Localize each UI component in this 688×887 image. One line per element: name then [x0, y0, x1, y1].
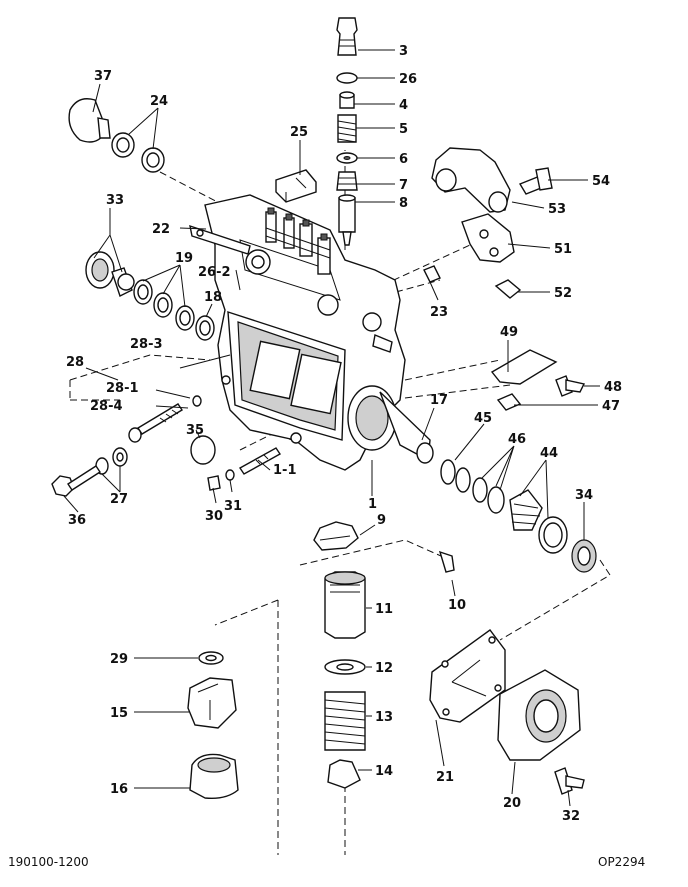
callout-26: 26	[399, 72, 417, 87]
callout-30: 30	[205, 509, 223, 524]
callout-16: 16	[110, 782, 128, 797]
delivery-valve-stack	[336, 17, 358, 246]
callout-11: 11	[375, 602, 393, 617]
callout-46: 46	[508, 432, 526, 447]
callout-10: 10	[448, 598, 466, 613]
callout-23: 23	[430, 305, 448, 320]
callout-37: 37	[94, 69, 112, 84]
callout-25: 25	[290, 125, 308, 140]
callout-47: 47	[602, 399, 620, 414]
callout-21: 21	[436, 770, 454, 785]
callout-34: 34	[575, 488, 593, 503]
callout-20: 20	[503, 796, 521, 811]
callout-19: 19	[175, 251, 193, 266]
callout-7: 7	[399, 178, 408, 193]
callout-33: 33	[106, 193, 124, 208]
callout-28-4: 28-4	[90, 399, 123, 414]
callout-27: 27	[110, 492, 128, 507]
callout-26-2: 26-2	[198, 265, 231, 280]
callout-52: 52	[554, 286, 572, 301]
callout-45: 45	[474, 411, 492, 426]
callout-51: 51	[554, 242, 572, 257]
callout-35: 35	[186, 423, 204, 438]
pump-housing	[204, 194, 434, 471]
callout-17: 17	[430, 393, 448, 408]
callout-14: 14	[375, 764, 393, 779]
callout-31: 31	[224, 499, 242, 514]
callout-15: 15	[110, 706, 128, 721]
callout-labels: 3 26 4 5 6 7 8 37 24 25 33 22 26-2 19 18…	[66, 44, 622, 824]
upper-left-parts	[68, 98, 317, 341]
callout-4: 4	[399, 98, 408, 113]
callout-5: 5	[399, 122, 408, 137]
callout-29: 29	[110, 652, 128, 667]
callout-1: 1	[368, 497, 377, 512]
callout-12: 12	[375, 661, 393, 676]
callout-44: 44	[540, 446, 558, 461]
callout-49: 49	[500, 325, 518, 340]
leader-lines	[63, 49, 600, 807]
callout-9: 9	[377, 513, 386, 528]
left-bolts	[51, 395, 282, 497]
callout-36: 36	[68, 513, 86, 528]
callout-18: 18	[204, 290, 222, 305]
callout-54: 54	[592, 174, 610, 189]
lower-right-plates	[429, 629, 585, 795]
right-side-parts	[423, 147, 597, 573]
callout-22: 22	[152, 222, 170, 237]
callout-1-1: 1-1	[273, 463, 297, 478]
callout-3: 3	[399, 44, 408, 59]
callout-28: 28	[66, 355, 84, 370]
callout-8: 8	[399, 196, 408, 211]
callout-28-3: 28-3	[130, 337, 163, 352]
footer-right-code: OP2294	[598, 855, 645, 869]
lower-center-parts	[187, 521, 455, 800]
callout-53: 53	[548, 202, 566, 217]
callout-48: 48	[604, 380, 622, 395]
callout-24: 24	[150, 94, 168, 109]
callout-28-1: 28-1	[106, 381, 139, 396]
callout-32: 32	[562, 809, 580, 824]
footer-left-code: 190100-1200	[8, 855, 89, 869]
callout-13: 13	[375, 710, 393, 725]
callout-6: 6	[399, 152, 408, 167]
